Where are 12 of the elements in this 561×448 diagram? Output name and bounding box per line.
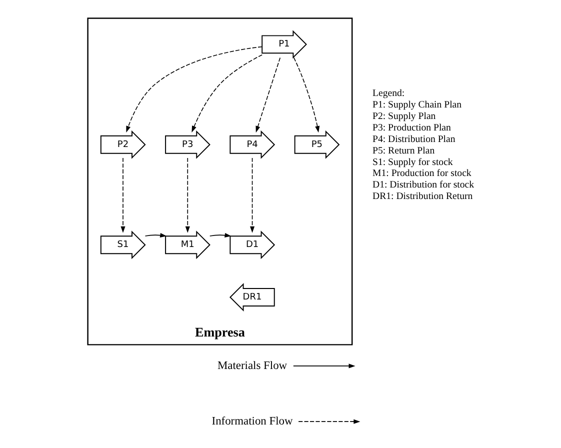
label: P4: Distribution Plan bbox=[372, 134, 456, 145]
label: D1: Distribution for stock bbox=[372, 180, 474, 191]
legend-label: Materials Flow bbox=[217, 360, 288, 372]
label: P2: Supply Plan bbox=[372, 110, 436, 122]
label: M1: Production for stock bbox=[372, 168, 472, 180]
label: DR1: Distribution Return bbox=[372, 191, 473, 202]
legend-label: Information Flow bbox=[212, 416, 293, 428]
label: P5: Return Plan bbox=[372, 145, 435, 156]
label: P3: Production Plan bbox=[372, 122, 451, 134]
label: P1: Supply Chain Plan bbox=[372, 99, 462, 110]
label: S1: Supply for stock bbox=[372, 156, 453, 168]
label: Legend: bbox=[372, 88, 405, 100]
